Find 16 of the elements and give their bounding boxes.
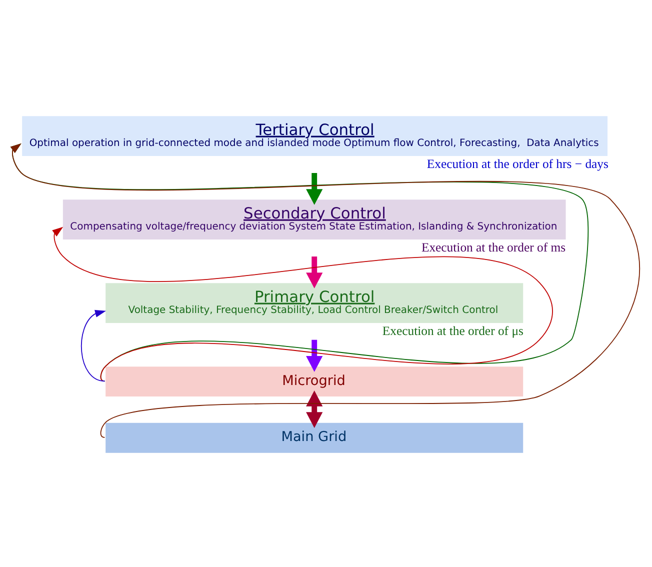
node-label: Execution at the order of ms bbox=[421, 240, 566, 254]
node-box: Secondary Control Compensating voltage/frequency deviation System State Estimation, Islanding & Synchronization bbox=[62, 199, 566, 240]
node-box: Microgrid bbox=[106, 366, 524, 396]
node-label: Execution at the order of μs bbox=[382, 324, 524, 338]
arrow bbox=[306, 172, 323, 204]
node-box: Tertiary Control Optimal operation in grid-connected mode and islanded mode Optimum flow Control, Forecasting, Data Analytics bbox=[22, 116, 608, 156]
arrow bbox=[10, 142, 640, 438]
node-label: Execution at the order of hrs − days bbox=[426, 156, 608, 170]
arrow bbox=[52, 226, 553, 382]
arrow bbox=[306, 256, 323, 288]
arrow bbox=[10, 142, 589, 382]
arrow bbox=[80, 309, 106, 382]
arrow bbox=[306, 390, 323, 428]
node-box: Main Grid bbox=[106, 422, 524, 452]
node-box: Primary Control Voltage Stability, Frequency Stability, Load Control Breaker/Switch Control bbox=[106, 282, 524, 323]
arrow bbox=[306, 339, 323, 372]
